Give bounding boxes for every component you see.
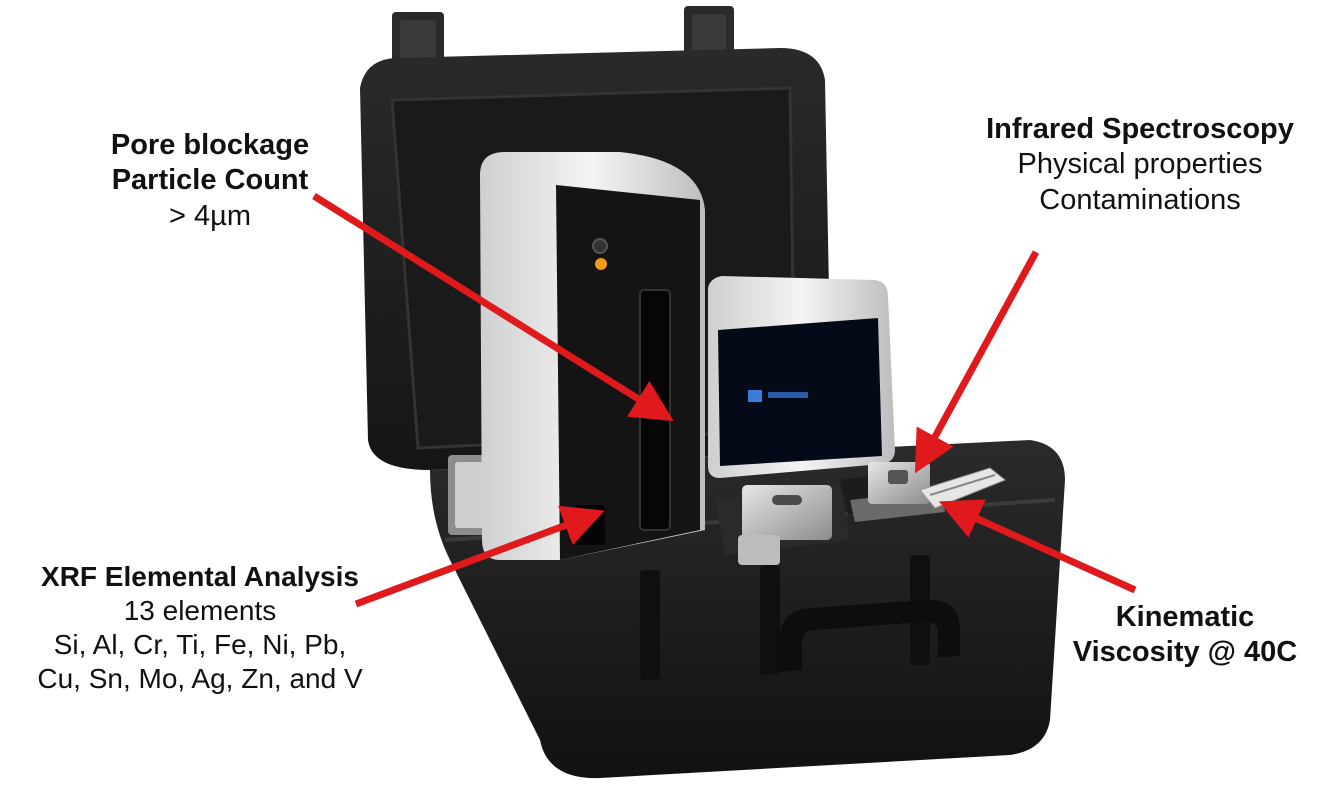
arrow-xrf xyxy=(354,505,605,608)
particle-count-title: Particle Count xyxy=(111,164,309,197)
arrow-pore-blockage xyxy=(312,193,674,422)
viscosity-cell xyxy=(919,467,1006,509)
element-list-1: Si, Al, Cr, Ti, Fe, Ni, Pb, xyxy=(53,629,347,661)
xrf-analysis-label: XRF Elemental Analysis 13 elements Si, A… xyxy=(0,560,400,697)
infrared-title: Infrared Spectroscopy xyxy=(986,113,1294,145)
infrared-spectroscopy-label: Infrared Spectroscopy Physical propertie… xyxy=(955,112,1320,218)
arrow-kinematic xyxy=(938,499,1137,594)
ir-sample-cell xyxy=(868,462,930,504)
kinematic-viscosity-label: Kinematic Viscosity @ 40C xyxy=(1050,600,1320,671)
kinematic-title: Kinematic xyxy=(1115,601,1255,633)
xrf-title: XRF Elemental Analysis xyxy=(41,561,359,592)
arrow-infrared xyxy=(914,250,1040,474)
contaminations-text: Contaminations xyxy=(1039,183,1241,216)
viscosity-title: Viscosity @ 40C xyxy=(1072,636,1298,669)
physical-properties-text: Physical properties xyxy=(1017,148,1263,181)
xrf-probe-bracket xyxy=(738,535,780,565)
particle-counter-instrument xyxy=(480,152,705,560)
pore-title: Pore blockage xyxy=(110,129,310,161)
analyzer-tablet xyxy=(708,276,895,478)
element-count: 13 elements xyxy=(123,595,277,627)
case-handle xyxy=(780,600,960,672)
element-list-2: Cu, Sn, Mo, Ag, Zn, and V xyxy=(37,663,363,695)
pore-blockage-label: Pore blockage Particle Count > 4µm xyxy=(60,128,360,234)
particle-size: > 4µm xyxy=(169,199,251,232)
